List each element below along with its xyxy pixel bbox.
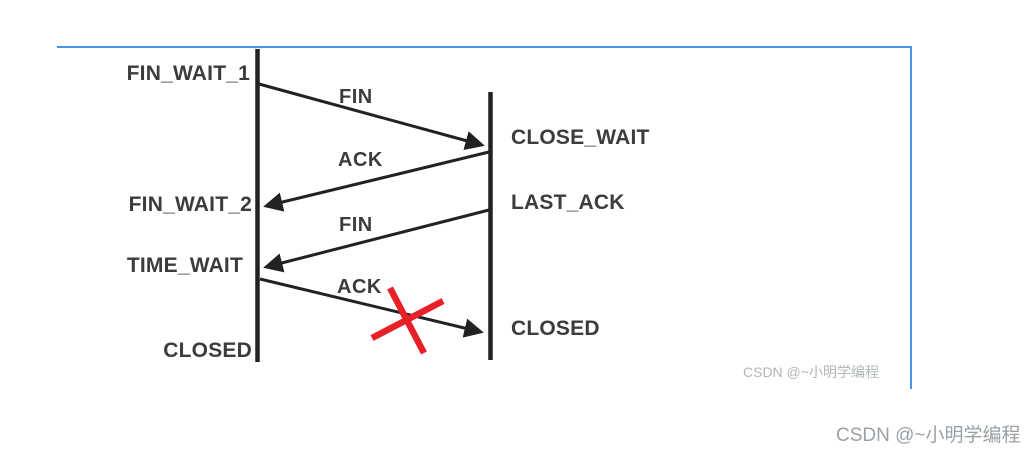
state-fin-wait-1: FIN_WAIT_1 bbox=[126, 62, 250, 85]
message-ack-2: ACK bbox=[337, 276, 382, 298]
arrow-fin-1 bbox=[258, 82, 485, 151]
watermark-inner: CSDN @~小明学编程 bbox=[743, 364, 879, 380]
arrow-ack-1 bbox=[263, 150, 490, 212]
arrow-ack-2 bbox=[259, 277, 484, 338]
state-closed-client: CLOSED bbox=[163, 339, 252, 362]
message-fin-1: FIN bbox=[339, 86, 373, 108]
state-time-wait: TIME_WAIT bbox=[126, 254, 243, 277]
message-fin-2: FIN bbox=[339, 214, 373, 236]
state-close-wait: CLOSE_WAIT bbox=[511, 126, 650, 149]
watermark-outer: CSDN @~小明学编程 bbox=[836, 425, 1021, 446]
state-closed-server: CLOSED bbox=[511, 317, 600, 340]
arrow-fin-2 bbox=[263, 208, 490, 273]
state-last-ack: LAST_ACK bbox=[511, 191, 625, 214]
message-ack-1: ACK bbox=[338, 149, 383, 171]
state-fin-wait-2: FIN_WAIT_2 bbox=[128, 193, 252, 216]
lost-ack-cross-icon bbox=[370, 286, 445, 355]
